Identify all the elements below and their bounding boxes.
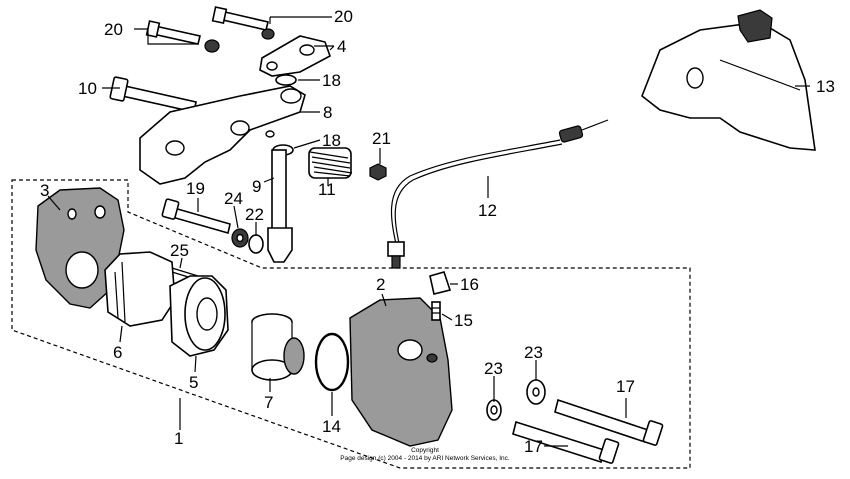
callout-19: 19 bbox=[186, 179, 205, 198]
washer-part-22 bbox=[248, 234, 264, 254]
callout-8: 8 bbox=[323, 103, 332, 122]
copyright-line-1: Copyright bbox=[411, 447, 439, 454]
callout-12: 12 bbox=[478, 201, 497, 220]
nut-part-21 bbox=[369, 163, 387, 181]
callout-17-lower: 17 bbox=[524, 437, 543, 456]
washer-part-23-left bbox=[486, 399, 502, 421]
callout-24: 24 bbox=[224, 189, 243, 208]
cap-part-16 bbox=[429, 271, 452, 295]
callout-6: 6 bbox=[113, 343, 122, 362]
callout-9: 9 bbox=[252, 177, 261, 196]
callout-16: 16 bbox=[460, 275, 479, 294]
callout-13: 13 bbox=[816, 77, 835, 96]
callout-14: 14 bbox=[322, 417, 341, 436]
bolt-part-19 bbox=[161, 198, 231, 235]
callout-18-lower: 18 bbox=[322, 131, 341, 150]
callout-2: 2 bbox=[376, 275, 385, 294]
callout-23-left: 23 bbox=[484, 359, 503, 378]
washer-part-23-right bbox=[526, 379, 546, 405]
cable-part-12 bbox=[387, 119, 609, 269]
callout-25: 25 bbox=[170, 241, 189, 260]
copyright-line-2: Page design (c) 2004 - 2014 by ARI Netwo… bbox=[340, 455, 510, 462]
callout-23-right: 23 bbox=[524, 343, 543, 362]
callout-4: 4 bbox=[337, 37, 346, 56]
o-ring-part-18-upper bbox=[275, 74, 297, 86]
callout-20-right: 20 bbox=[334, 7, 353, 26]
pin-part-9 bbox=[267, 149, 293, 263]
bleeder-part-15 bbox=[431, 301, 441, 321]
callout-21: 21 bbox=[372, 129, 391, 148]
bolt-part-17-lower bbox=[512, 420, 620, 464]
piston-part-6 bbox=[104, 251, 176, 327]
piston-part-5 bbox=[169, 275, 229, 357]
callout-3: 3 bbox=[40, 181, 49, 200]
bolt-part-17-upper bbox=[554, 398, 664, 446]
callout-20-left: 20 bbox=[104, 20, 123, 39]
sleeve-part-7 bbox=[251, 313, 305, 381]
bracket-part-4 bbox=[259, 35, 331, 77]
callout-15: 15 bbox=[454, 311, 473, 330]
copyright-notice: Copyright Page design (c) 2004 - 2014 by… bbox=[340, 447, 510, 462]
bolt-part-20 bbox=[145, 6, 275, 53]
spring-part-11 bbox=[308, 147, 353, 179]
caliper-body-part-2 bbox=[349, 297, 453, 447]
cover-part-13 bbox=[641, 9, 816, 151]
callout-11: 11 bbox=[318, 180, 336, 199]
seal-part-14 bbox=[314, 332, 350, 392]
washer-part-24 bbox=[231, 228, 249, 248]
callout-labels: 20 20 4 18 10 8 18 21 11 9 13 12 3 19 24… bbox=[40, 7, 835, 456]
pad-part-3 bbox=[35, 187, 125, 309]
callout-7: 7 bbox=[264, 393, 273, 412]
leader-lines bbox=[47, 16, 810, 447]
callout-17-upper: 17 bbox=[616, 377, 635, 396]
callout-22: 22 bbox=[245, 205, 264, 224]
callout-10: 10 bbox=[78, 79, 97, 98]
callout-5: 5 bbox=[189, 373, 198, 392]
callout-18-upper: 18 bbox=[322, 71, 341, 90]
assembly-boundary bbox=[11, 179, 691, 469]
bolt-part-10 bbox=[109, 76, 197, 113]
bracket-part-8 bbox=[139, 85, 306, 185]
callout-1: 1 bbox=[174, 429, 183, 448]
